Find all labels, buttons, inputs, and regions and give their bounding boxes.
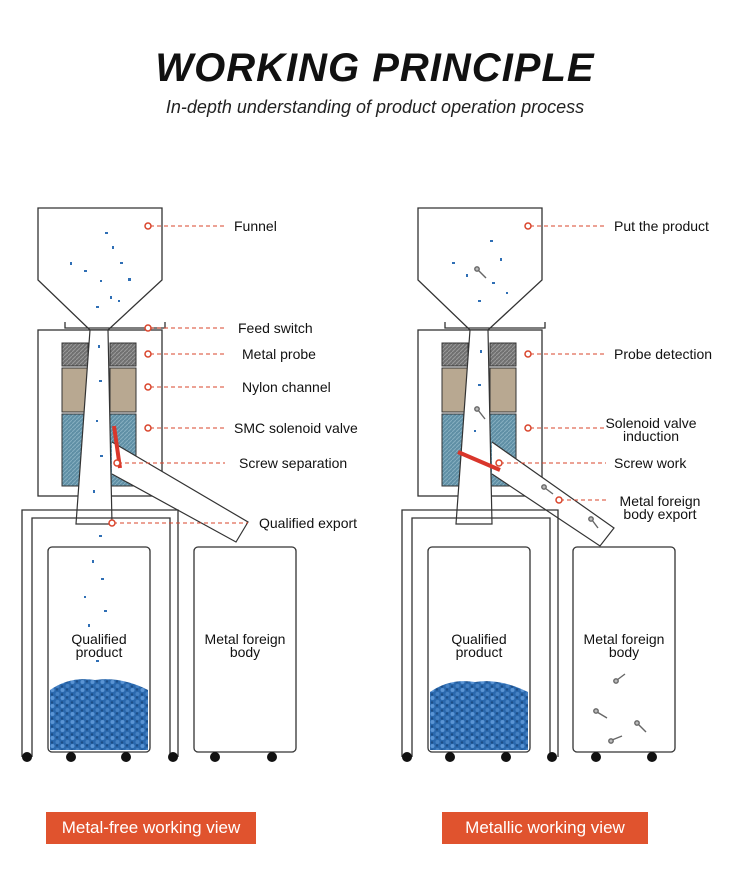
metal-free-view-button[interactable]: Metal-free working view: [46, 812, 256, 844]
label-funnel: Funnel: [234, 218, 277, 234]
left-diverter-chute: [111, 441, 249, 543]
right-machine: [401, 207, 676, 762]
left-metal-probe-block: [109, 342, 137, 367]
right-metal-bin-label-1: Metal foreign: [584, 631, 665, 647]
left-funnel: [37, 207, 163, 331]
right-metal-bin: [572, 546, 676, 753]
right-nylon-block: [441, 367, 469, 413]
right-leader-dots: [495, 222, 563, 504]
label-feed-switch: Feed switch: [238, 320, 313, 336]
right-pellet-pile: [430, 681, 528, 750]
left-leader-dots: [108, 222, 152, 527]
label-put-the-product: Put the product: [614, 218, 709, 234]
right-metal-probe-block: [441, 342, 469, 367]
metallic-view-button[interactable]: Metallic working view: [442, 812, 648, 844]
left-pellet-pile: [50, 679, 148, 750]
label-metal-export-line2: body export: [623, 506, 696, 522]
right-leaders: [500, 225, 606, 501]
left-machine: [21, 207, 297, 762]
left-frame: [21, 509, 179, 757]
label-solenoid-valve-line2: induction: [623, 428, 679, 444]
left-qualified-bin-label-1: Qualified: [71, 631, 126, 647]
right-feed-switch: [444, 322, 546, 329]
page-title: WORKING PRINCIPLE: [155, 46, 595, 90]
left-metal-bin-label-1: Metal foreign: [205, 631, 286, 647]
label-screw-work: Screw work: [614, 455, 687, 471]
right-qualified-bin-label-1: Qualified: [451, 631, 506, 647]
label-nylon-channel: Nylon channel: [242, 379, 331, 395]
label-metal-probe: Metal probe: [242, 346, 316, 362]
right-wheels: [402, 752, 657, 762]
label-metal-export-line1: Metal foreign: [620, 493, 701, 509]
right-metal-bin-label-2: body: [609, 644, 639, 660]
left-falling-granules: [70, 232, 131, 662]
right-separation-flap: [457, 450, 501, 472]
label-qualified-export: Qualified export: [259, 515, 357, 531]
label-smc-solenoid-valve: SMC solenoid valve: [234, 420, 358, 436]
right-qualified-bin-label-2: product: [456, 644, 503, 660]
left-metal-bin: [193, 546, 297, 753]
left-metal-probe-block: [61, 342, 89, 367]
label-screw-separation: Screw separation: [239, 455, 347, 471]
right-channel: [455, 329, 493, 525]
right-falling-granules: [452, 240, 508, 432]
left-nylon-block: [109, 367, 137, 413]
page-subtitle: In-depth understanding of product operat…: [165, 97, 585, 117]
right-metal-probe-block: [489, 342, 517, 367]
left-feed-switch: [64, 322, 166, 329]
right-funnel: [417, 207, 543, 331]
right-frame: [401, 509, 559, 757]
label-probe-detection: Probe detection: [614, 346, 712, 362]
left-wheels: [22, 752, 277, 762]
right-nylon-block: [489, 367, 517, 413]
left-leaders: [113, 225, 248, 524]
left-metal-bin-label-2: body: [230, 644, 260, 660]
left-qualified-bin-label-2: product: [76, 644, 123, 660]
label-solenoid-valve-line1: Solenoid valve: [605, 415, 696, 431]
screw-icon: [474, 266, 647, 744]
